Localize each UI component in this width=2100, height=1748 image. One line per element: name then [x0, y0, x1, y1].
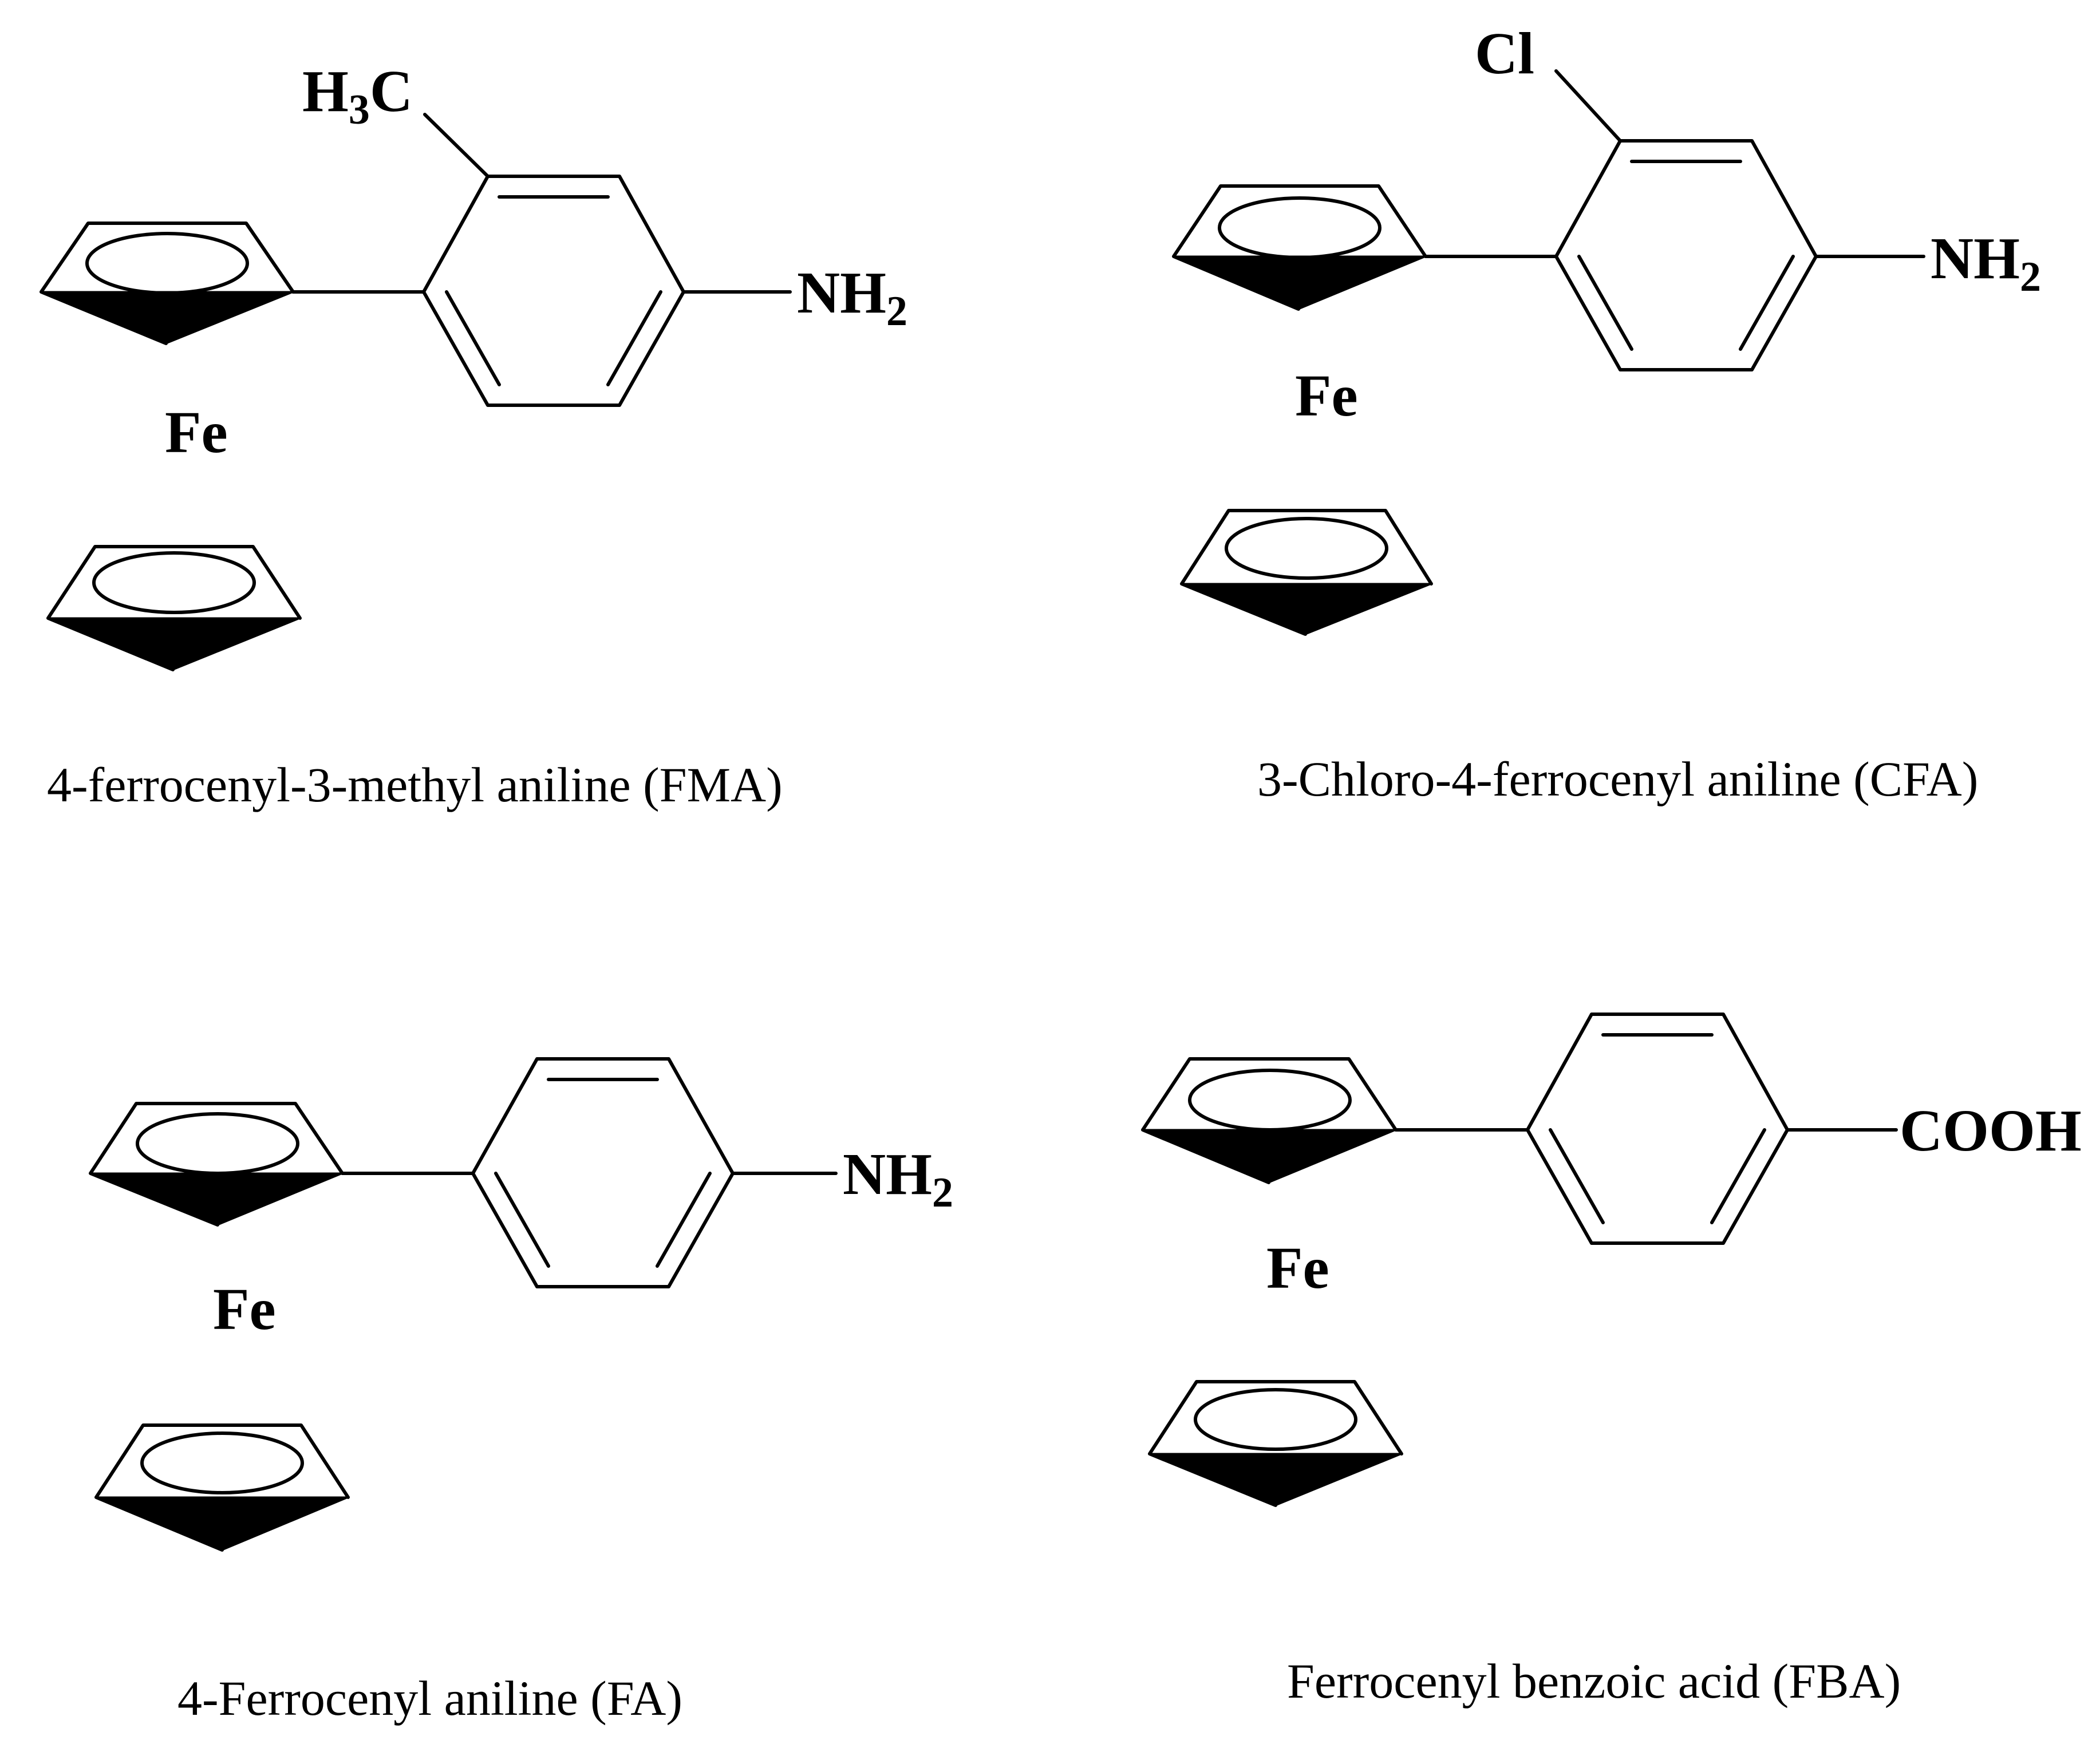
benzene-ring: [1554, 139, 1818, 371]
iron-label: Fe: [1266, 1235, 1329, 1301]
lower-cyclopentadienyl-ring: [94, 1423, 350, 1552]
caption-cfa: 3-Chloro-4-ferrocenyl aniline (CFA): [1257, 752, 1978, 806]
upper-cyclopentadienyl-ring: [1172, 184, 1427, 311]
lower-cyclopentadienyl-ring: [46, 545, 302, 671]
amine-label: NH2: [843, 1141, 953, 1216]
iron-label: Fe: [1295, 363, 1358, 429]
caption-fma: 4-ferrocenyl-3-methyl aniline (FMA): [47, 757, 783, 812]
benzene-ring: [422, 175, 685, 407]
carboxyl-label: COOH: [1900, 1098, 2082, 1164]
lower-cyclopentadienyl-ring: [1148, 1380, 1403, 1507]
upper-cyclopentadienyl-ring: [89, 1102, 344, 1227]
amine-label: NH2: [1931, 226, 2041, 300]
iron-label: Fe: [213, 1276, 276, 1342]
compound-fba: Fe COOH Ferrocenyl benzoic acid (FBA): [1141, 1013, 2082, 1709]
chloro-label: Cl: [1475, 21, 1534, 86]
compound-fma: Fe H3C NH2 4-ferrocenyl-3-methyl aniline…: [40, 58, 907, 812]
benzene-ring: [1526, 1013, 1789, 1245]
iron-label: Fe: [165, 400, 228, 465]
upper-cyclopentadienyl-ring: [40, 222, 295, 345]
benzene-ring: [471, 1057, 735, 1288]
upper-cyclopentadienyl-ring: [1141, 1057, 1398, 1184]
caption-fba: Ferrocenyl benzoic acid (FBA): [1287, 1654, 1901, 1709]
chloro-bond: [1554, 69, 1622, 143]
methyl-bond: [423, 113, 490, 178]
compound-fa: Fe NH2 4-Ferrocenyl aniline (FA): [89, 1057, 953, 1726]
compound-cfa: Fe Cl NH2 3-Chloro-4-ferrocenyl aniline …: [1172, 21, 2041, 806]
methyl-label: H3C: [302, 58, 413, 133]
caption-fa: 4-Ferrocenyl aniline (FA): [177, 1671, 682, 1726]
amine-label: NH2: [797, 260, 907, 335]
lower-cyclopentadienyl-ring: [1180, 509, 1433, 636]
